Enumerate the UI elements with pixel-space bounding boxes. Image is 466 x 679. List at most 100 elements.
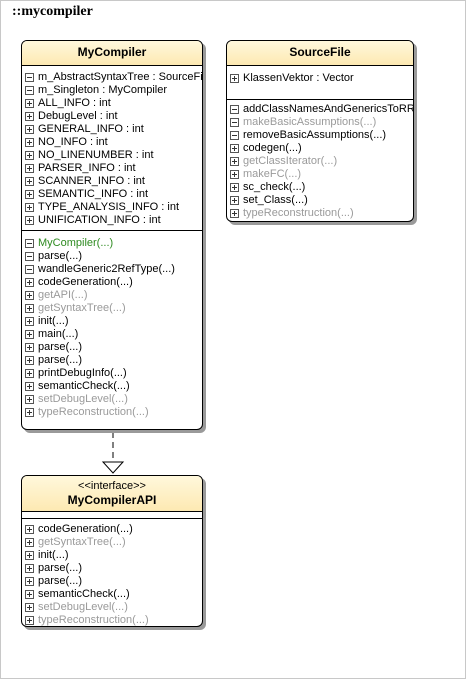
- class-header: SourceFile: [227, 41, 413, 66]
- class-sourcefile[interactable]: SourceFile KlassenVektor : Vector addCla…: [226, 40, 414, 222]
- expand-plus-icon: [25, 291, 34, 300]
- expand-plus-icon: [25, 177, 34, 186]
- expand-plus-icon: [230, 74, 239, 83]
- operation-item[interactable]: main(...): [22, 328, 202, 341]
- expand-plus-icon: [25, 408, 34, 417]
- member-label: setDebugLevel(...): [38, 393, 128, 405]
- expand-plus-icon: [25, 382, 34, 391]
- operation-item[interactable]: parse(...): [22, 341, 202, 354]
- member-label: getSyntaxTree(...): [38, 536, 126, 548]
- expand-plus-icon: [25, 112, 34, 121]
- attribute-item[interactable]: SCANNER_INFO : int: [22, 175, 202, 188]
- expand-plus-icon: [230, 209, 239, 218]
- operation-item[interactable]: codegen(...): [227, 142, 413, 155]
- member-label: DebugLevel : int: [38, 110, 118, 122]
- operation-item[interactable]: addClassNamesAndGenericsToRR(...): [227, 103, 413, 116]
- attribute-item[interactable]: KlassenVektor : Vector: [227, 72, 413, 85]
- operation-item[interactable]: makeFC(...): [227, 168, 413, 181]
- member-label: PARSER_INFO : int: [38, 162, 136, 174]
- operation-item[interactable]: typeReconstruction(...): [227, 207, 413, 220]
- operation-item[interactable]: set_Class(...): [227, 194, 413, 207]
- member-label: main(...): [38, 328, 79, 340]
- operations-section: addClassNamesAndGenericsToRR(...)makeBas…: [227, 100, 413, 221]
- collapse-minus-icon: [25, 265, 34, 274]
- operation-item[interactable]: MyCompiler(...): [22, 237, 202, 250]
- attribute-item[interactable]: NO_LINENUMBER : int: [22, 149, 202, 162]
- class-header: MyCompiler: [22, 41, 202, 66]
- member-label: makeBasicAssumptions(...): [243, 116, 377, 128]
- expand-plus-icon: [230, 157, 239, 166]
- member-label: makeFC(...): [243, 168, 302, 180]
- operation-item[interactable]: init(...): [22, 315, 202, 328]
- attributes-section: [22, 512, 202, 519]
- attribute-item[interactable]: ALL_INFO : int: [22, 97, 202, 110]
- expand-plus-icon: [25, 216, 34, 225]
- operation-item[interactable]: codeGeneration(...): [22, 276, 202, 289]
- operation-item[interactable]: semanticCheck(...): [22, 380, 202, 393]
- operation-item[interactable]: semanticCheck(...): [22, 588, 202, 601]
- operation-item[interactable]: printDebugInfo(...): [22, 367, 202, 380]
- attribute-item[interactable]: PARSER_INFO : int: [22, 162, 202, 175]
- operation-item[interactable]: parse(...): [22, 250, 202, 263]
- interface-mycompilerapi[interactable]: <<interface>> MyCompilerAPI codeGenerati…: [21, 475, 203, 627]
- expand-plus-icon: [25, 564, 34, 573]
- expand-plus-icon: [25, 330, 34, 339]
- expand-plus-icon: [230, 170, 239, 179]
- expand-plus-icon: [25, 525, 34, 534]
- operation-item[interactable]: typeReconstruction(...): [22, 614, 202, 626]
- expand-plus-icon: [25, 190, 34, 199]
- operation-item[interactable]: parse(...): [22, 562, 202, 575]
- attribute-item[interactable]: TYPE_ANALYSIS_INFO : int: [22, 201, 202, 214]
- expand-plus-icon: [25, 151, 34, 160]
- expand-plus-icon: [25, 125, 34, 134]
- attribute-item[interactable]: m_AbstractSyntaxTree : SourceFile: [22, 71, 202, 84]
- collapse-minus-icon: [230, 105, 239, 114]
- operation-item[interactable]: parse(...): [22, 354, 202, 367]
- expand-plus-icon: [25, 369, 34, 378]
- member-label: UNIFICATION_INFO : int: [38, 214, 161, 226]
- attribute-item[interactable]: SEMANTIC_INFO : int: [22, 188, 202, 201]
- expand-plus-icon: [230, 144, 239, 153]
- expand-plus-icon: [25, 317, 34, 326]
- member-label: getAPI(...): [38, 289, 88, 301]
- attribute-item[interactable]: DebugLevel : int: [22, 110, 202, 123]
- attribute-item[interactable]: UNIFICATION_INFO : int: [22, 214, 202, 227]
- class-mycompiler[interactable]: MyCompiler m_AbstractSyntaxTree : Source…: [21, 40, 203, 430]
- operation-item[interactable]: typeReconstruction(...): [22, 406, 202, 419]
- member-label: typeReconstruction(...): [38, 406, 149, 418]
- member-label: codeGeneration(...): [38, 276, 133, 288]
- collapse-minus-icon: [230, 118, 239, 127]
- operation-item[interactable]: sc_check(...): [227, 181, 413, 194]
- attribute-item[interactable]: m_Singleton : MyCompiler: [22, 84, 202, 97]
- expand-plus-icon: [25, 99, 34, 108]
- attributes-section: KlassenVektor : Vector: [227, 66, 413, 100]
- operation-item[interactable]: wandleGeneric2RefType(...): [22, 263, 202, 276]
- attribute-item[interactable]: GENERAL_INFO : int: [22, 123, 202, 136]
- class-header: <<interface>> MyCompilerAPI: [22, 476, 202, 512]
- collapse-minus-icon: [25, 73, 34, 82]
- member-label: removeBasicAssumptions(...): [243, 129, 387, 141]
- class-name: MyCompiler: [77, 45, 147, 59]
- operation-item[interactable]: getSyntaxTree(...): [22, 302, 202, 315]
- expand-plus-icon: [25, 203, 34, 212]
- member-label: getSyntaxTree(...): [38, 302, 126, 314]
- member-label: parse(...): [38, 575, 83, 587]
- member-label: init(...): [38, 549, 69, 561]
- member-label: getClassIterator(...): [243, 155, 338, 167]
- member-label: SCANNER_INFO : int: [38, 175, 145, 187]
- member-label: parse(...): [38, 341, 83, 353]
- operation-item[interactable]: init(...): [22, 549, 202, 562]
- operation-item[interactable]: getClassIterator(...): [227, 155, 413, 168]
- expand-plus-icon: [25, 278, 34, 287]
- operation-item[interactable]: codeGeneration(...): [22, 523, 202, 536]
- operation-item[interactable]: getSyntaxTree(...): [22, 536, 202, 549]
- operation-item[interactable]: makeBasicAssumptions(...): [227, 116, 413, 129]
- operation-item[interactable]: getAPI(...): [22, 289, 202, 302]
- operation-item[interactable]: setDebugLevel(...): [22, 601, 202, 614]
- operation-item[interactable]: removeBasicAssumptions(...): [227, 129, 413, 142]
- expand-plus-icon: [25, 538, 34, 547]
- attribute-item[interactable]: NO_INFO : int: [22, 136, 202, 149]
- expand-plus-icon: [230, 196, 239, 205]
- operation-item[interactable]: setDebugLevel(...): [22, 393, 202, 406]
- operation-item[interactable]: parse(...): [22, 575, 202, 588]
